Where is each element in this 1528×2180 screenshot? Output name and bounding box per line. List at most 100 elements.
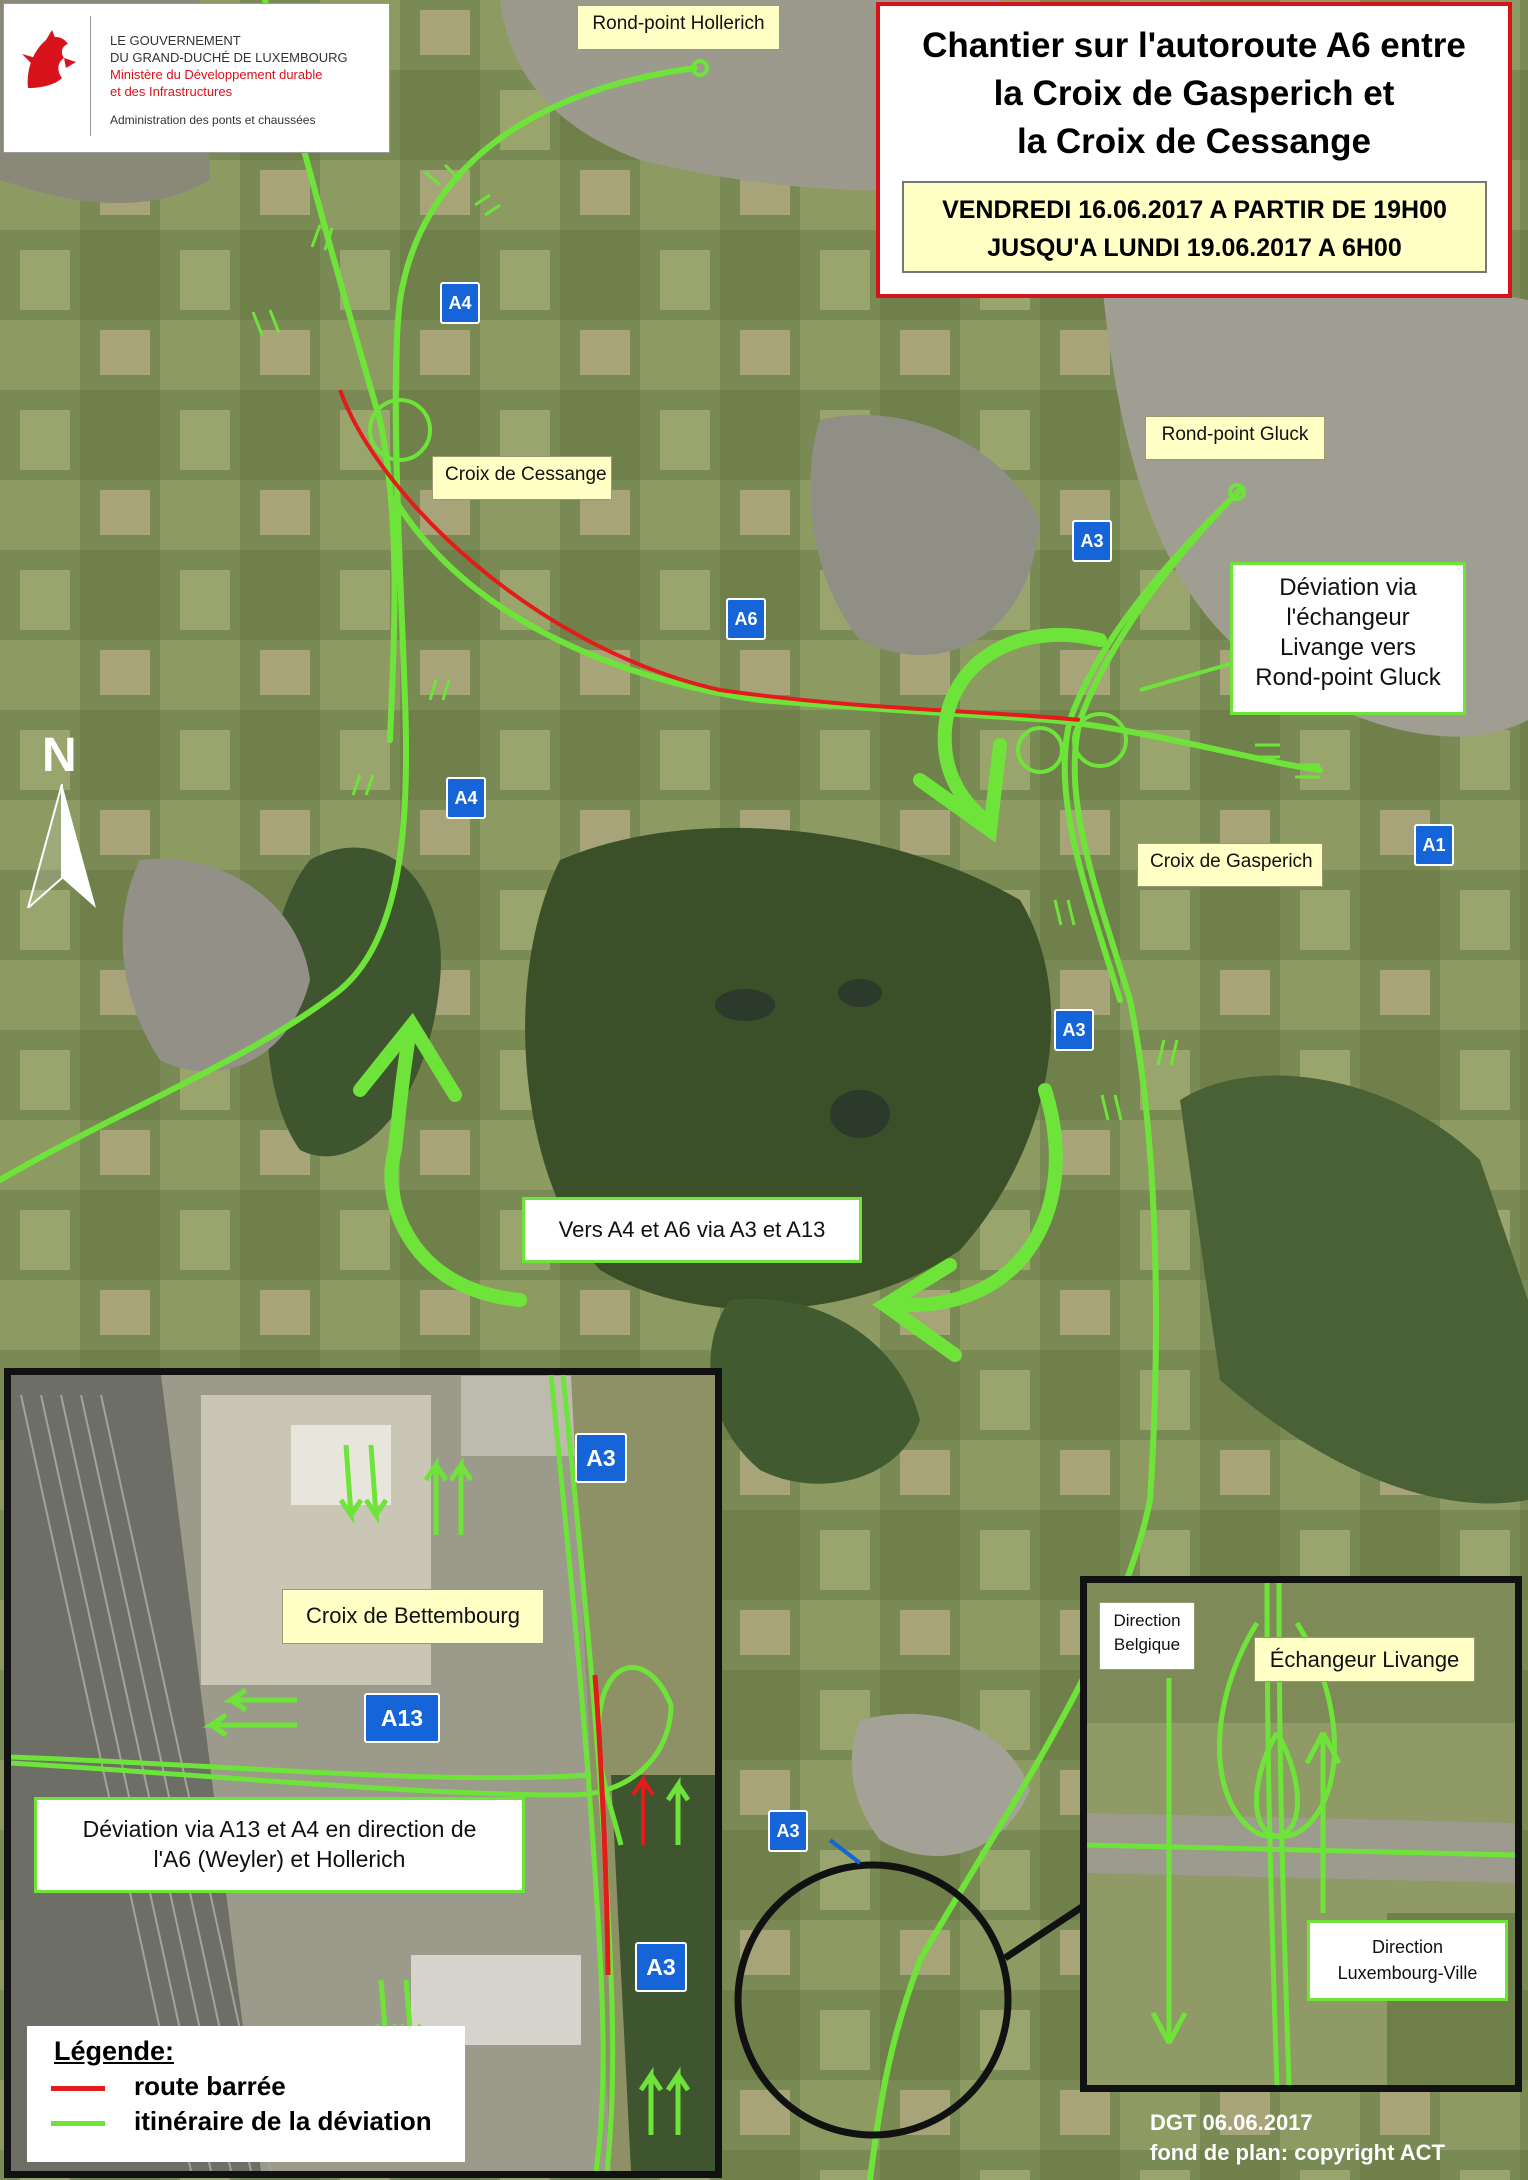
detour-arrow-east <box>893 1083 1063 1313</box>
pond <box>715 989 775 1021</box>
label-direction-belgique: Direction Belgique <box>1099 1602 1195 1670</box>
direction-belgique-line-2: Belgique <box>1113 1635 1181 1654</box>
detour-a4-a6-callout: Vers A4 et A6 via A3 et A13 <box>522 1197 862 1263</box>
detour-livange-line-4: Rond-point Gluck <box>1255 664 1441 691</box>
detour-route-a6 <box>392 497 1323 773</box>
date-box: VENDREDI 16.06.2017 A PARTIR DE 19H00 JU… <box>902 181 1487 273</box>
logo-line-4: et des Infrastructures <box>110 84 233 99</box>
shield-a3-inset-top: A3 <box>575 1433 627 1483</box>
direction-arrow <box>665 1776 691 1845</box>
urban-area <box>851 1713 1030 1856</box>
direction-arrow-luxembourg <box>1304 1731 1342 1913</box>
direction-arrow <box>423 1456 474 1535</box>
shield-a1: A1 <box>1414 824 1454 866</box>
shield-a6: A6 <box>726 598 766 640</box>
closed-route-a3 <box>592 1674 611 1976</box>
detour-arrow-livange <box>937 627 1107 827</box>
direction-arrow <box>638 2066 691 2135</box>
shield-a13: A13 <box>364 1693 440 1743</box>
detour-livange-line-2: l'échangeur <box>1286 604 1410 631</box>
detour-a13-line-2: l'A6 (Weyler) et Hollerich <box>153 1846 406 1872</box>
detour-route-a3 <box>867 487 1243 2180</box>
legend-title: Légende: <box>54 2036 175 2066</box>
roundabout-gluck <box>1228 483 1246 501</box>
forest-area <box>1180 1075 1528 1504</box>
direction-arrow <box>428 679 451 701</box>
direction-arrow <box>1053 899 1076 926</box>
title-line-3: la Croix de Cessange <box>1016 122 1372 161</box>
direction-arrow <box>202 1687 297 1738</box>
title-line-2: la Croix de Gasperich et <box>993 74 1395 113</box>
direction-arrow <box>338 1444 389 1525</box>
label-direction-luxembourg-ville: Direction Luxembourg-Ville <box>1307 1920 1508 2001</box>
pond <box>830 1090 890 1138</box>
roundabout-hollerich <box>691 59 709 77</box>
legend-swatch-closed <box>51 2086 105 2091</box>
callout-pointer <box>828 1838 862 1865</box>
direction-arrow <box>351 774 375 796</box>
direction-arrow <box>424 163 462 187</box>
logo-line-5: Administration des ponts et chaussées <box>110 113 316 127</box>
direction-arrow <box>1255 743 1280 759</box>
title-line-1: Chantier sur l'autoroute A6 entre <box>922 26 1466 65</box>
detour-a13-line-1: Déviation via A13 et A4 en direction de <box>82 1816 477 1842</box>
direction-arrow <box>310 224 334 251</box>
pond <box>838 979 882 1007</box>
urban-area <box>810 414 1040 655</box>
direction-lux-line-2: Luxembourg-Ville <box>1337 1963 1478 1983</box>
label-echangeur-livange: Échangeur Livange <box>1254 1637 1475 1682</box>
interchange-loop <box>1072 712 1128 768</box>
callout-pointer <box>1139 662 1231 692</box>
label-croix-de-gasperich: Croix de Gasperich <box>1137 843 1323 887</box>
detour-livange-line-1: Déviation via <box>1279 574 1417 601</box>
footer-credits: DGT 06.06.2017 fond de plan: copyright A… <box>1150 2108 1445 2168</box>
inset-connector <box>1003 1902 1087 1961</box>
logo-line-3: Ministère du Développement durable <box>110 67 323 82</box>
shield-a3-low: A3 <box>768 1810 808 1852</box>
direction-arrow-belgique <box>1150 1678 1188 2045</box>
arrowhead <box>872 1258 962 1362</box>
inset-croix-de-bettembourg: A3 Croix de Bettembourg A13 Déviation vi… <box>4 1368 722 2178</box>
label-rond-point-hollerich: Rond-point Hollerich <box>577 5 780 50</box>
government-logo: LE GOUVERNEMENT DU GRAND-DUCHÉ DE LUXEMB… <box>3 3 390 153</box>
title-box: Chantier sur l'autoroute A6 entre la Cro… <box>876 2 1512 298</box>
shield-a3-inset-bottom: A3 <box>635 1942 687 1992</box>
direction-lux-line-1: Direction <box>1371 1937 1444 1957</box>
detour-arrow-west <box>384 1023 527 1307</box>
legend-swatch-detour <box>51 2121 105 2126</box>
closed-direction-arrow <box>631 1773 655 1845</box>
forest-area <box>525 827 1052 1310</box>
direction-arrow <box>474 193 501 217</box>
shield-a3-mid: A3 <box>1054 1009 1094 1051</box>
label-croix-de-cessange: Croix de Cessange <box>432 456 612 500</box>
shield-a4-top: A4 <box>440 282 480 324</box>
direction-arrow <box>251 309 281 336</box>
logo-line-1: LE GOUVERNEMENT <box>110 33 241 48</box>
detour-livange-callout: Déviation via l'échangeur Livange vers R… <box>1230 562 1466 715</box>
forest-area <box>710 1298 920 1484</box>
direction-belgique-line-1: Direction <box>1113 1611 1181 1630</box>
shield-a4-mid: A4 <box>446 777 486 819</box>
interchange-loop <box>1016 726 1064 774</box>
north-arrow: N <box>26 728 106 908</box>
detour-a13-callout: Déviation via A13 et A4 en direction de … <box>34 1797 525 1893</box>
footer-line-2: fond de plan: copyright ACT <box>1150 2140 1445 2165</box>
closed-route-a6 <box>338 389 1081 722</box>
detour-livange-line-3: Livange vers <box>1279 634 1417 661</box>
arrowhead <box>913 738 1007 843</box>
north-letter: N <box>42 729 77 782</box>
inset-focus-circle <box>734 1861 1012 2139</box>
urban-area <box>122 858 310 1072</box>
shield-a3-top: A3 <box>1072 520 1112 562</box>
date-line-1: VENDREDI 16.06.2017 A PARTIR DE 19H00 <box>942 196 1447 224</box>
inset-echangeur-livange: Direction Belgique Échangeur Livange Dir… <box>1080 1576 1522 2092</box>
legend-label-closed: route barrée <box>134 2071 286 2101</box>
arrowhead <box>353 1012 462 1102</box>
interchange-loop <box>368 398 432 462</box>
red-lion-icon <box>22 30 76 88</box>
label-croix-de-bettembourg: Croix de Bettembourg <box>282 1589 544 1644</box>
direction-arrow <box>1156 1039 1179 1066</box>
direction-arrow <box>1295 763 1320 779</box>
legend: Légende: route barrée itinéraire de la d… <box>27 2026 465 2162</box>
direction-arrow <box>1100 1094 1123 1121</box>
